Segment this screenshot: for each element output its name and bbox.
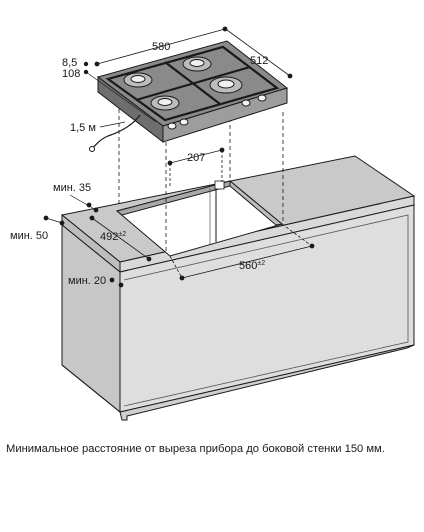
burner-back-right	[182, 56, 212, 72]
dim-580-label: 580	[152, 41, 170, 53]
dim-492-label: 492±2	[100, 231, 126, 243]
dim-512-label: 512	[250, 55, 268, 67]
dim-560-value: 560	[239, 260, 257, 272]
burner-front-left	[150, 95, 180, 111]
min-35-label: мин. 35	[53, 182, 91, 194]
dim-108-label: 108	[62, 68, 80, 80]
cutout	[115, 179, 284, 257]
dim-492-tolerance: ±2	[118, 231, 126, 238]
min-50-label: мин. 50	[10, 230, 48, 242]
gas-hob	[89, 40, 289, 152]
burner-back-left	[123, 72, 153, 88]
plinth	[119, 344, 415, 421]
knob-1	[167, 122, 177, 130]
dim-492-value: 492	[100, 231, 118, 243]
dim-560-tolerance: ±2	[257, 260, 265, 267]
dim-207-label: 207	[187, 152, 205, 164]
burner-front-right	[209, 76, 243, 94]
knob-2	[179, 118, 189, 126]
dim-1-5m-label: 1,5 м	[70, 122, 96, 134]
knob-3	[241, 99, 251, 107]
dim-560-label: 560±2	[239, 260, 265, 272]
power-cord	[91, 114, 141, 149]
min-20-label: мин. 20	[68, 275, 106, 287]
dimension-lines	[43, 26, 315, 288]
installation-caption: Минимальное расстояние от выреза прибора…	[6, 443, 385, 455]
knob-4	[257, 94, 267, 102]
dim-8-5-label: 8,5	[62, 57, 77, 69]
